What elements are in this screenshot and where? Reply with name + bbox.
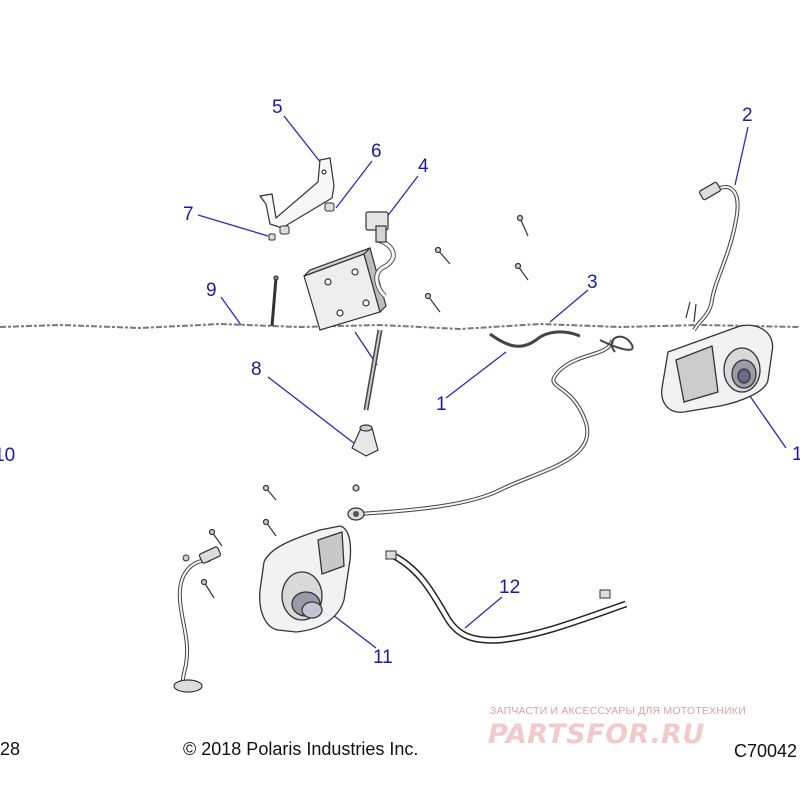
- callout-12: 12: [499, 577, 521, 598]
- callout-4: 4: [418, 156, 429, 177]
- callout-9: 9: [206, 280, 217, 301]
- callout-1: 1: [436, 394, 447, 415]
- footer-left-number: 28: [0, 739, 21, 759]
- callout-7: 7: [183, 204, 194, 225]
- speaker-pod-left-part: [259, 525, 352, 633]
- watermark-logo: PARTSFOR.RU: [488, 719, 705, 750]
- callout-5: 5: [272, 97, 283, 118]
- callout-2: 2: [742, 105, 753, 126]
- strap-part: [385, 550, 628, 644]
- speaker-cable-part: [347, 330, 634, 521]
- callout-1-right: 1: [792, 444, 800, 465]
- bracket-part: [258, 157, 335, 229]
- antenna-base-part: [351, 424, 379, 457]
- callout-11: 11: [373, 647, 393, 668]
- speaker-pod-right-part: [661, 324, 774, 413]
- harness-left-part: [173, 546, 222, 693]
- callout-10: 10: [0, 445, 16, 466]
- footer-copyright: © 2018 Polaris Industries Inc.: [183, 739, 419, 759]
- control-module-part: [303, 211, 396, 331]
- nut-parts: [268, 202, 335, 241]
- screw-parts: [200, 214, 529, 599]
- callout-3: 3: [587, 272, 598, 293]
- harness-right-part: [685, 181, 740, 332]
- footer-code: C70042: [734, 741, 798, 761]
- scan-tear-line: [0, 322, 800, 331]
- antenna-mast-part: [270, 275, 383, 411]
- callout-6: 6: [371, 141, 382, 162]
- callout-8: 8: [251, 359, 262, 380]
- watermark-tagline: ЗАПЧАСТИ И АКСЕССУАРЫ ДЛЯ МОТОТЕХНИКИ: [490, 705, 746, 717]
